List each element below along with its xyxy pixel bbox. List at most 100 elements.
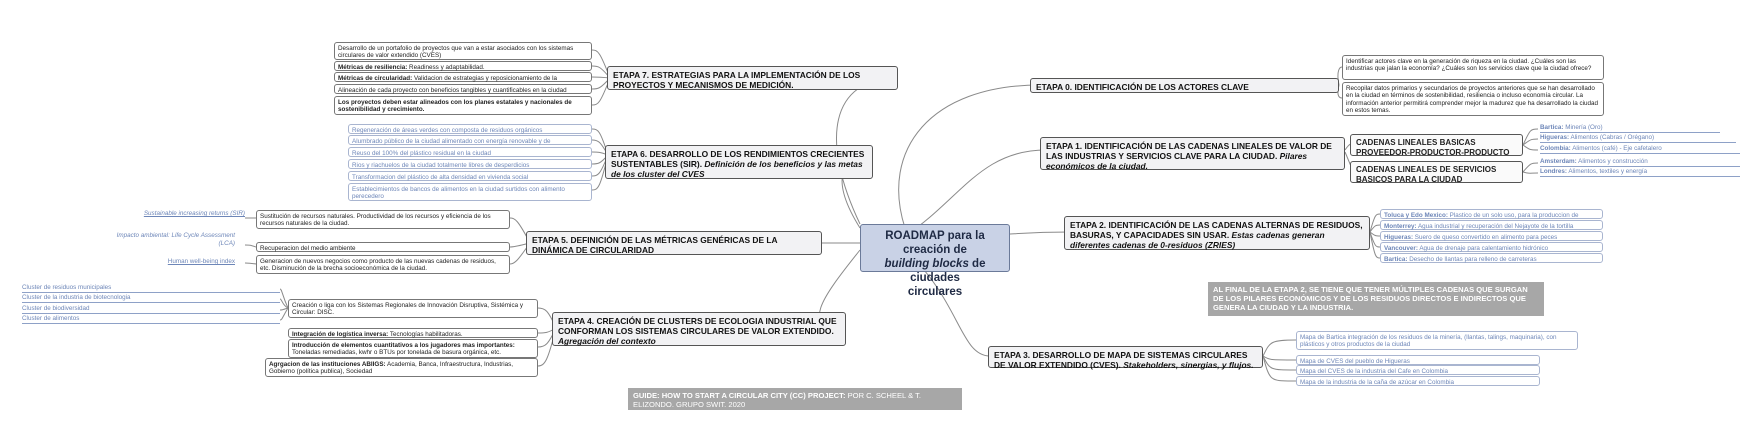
etapa-0-leaf-2-text: Recopilar datos primarios y secundarios … xyxy=(1346,84,1599,115)
tag-text: Cluster de biodiversidad xyxy=(22,305,90,312)
tag-bold: Higueras: xyxy=(1540,134,1570,141)
etapa-0-leaf-1[interactable]: Identificar actores clave en la generaci… xyxy=(1342,55,1604,80)
etapa-2-title: ETAPA 2. IDENTIFICACIÓN DE LAS CADENAS A… xyxy=(1070,220,1363,240)
etapa-3-leaf-bartica[interactable]: Mapa de Bartica integración de los resid… xyxy=(1296,331,1578,350)
leaf-text: Agua de drenaje para calentamiento hidró… xyxy=(1417,244,1549,252)
etapa-3-leaf-higueras[interactable]: Mapa de CVES del pueblo de Higueras xyxy=(1296,355,1540,365)
etapa-1-sub-servicios[interactable]: CADENAS LINEALES DE SERVICIOS BASICOS PA… xyxy=(1350,161,1523,184)
leaf-text: Recuperacion del medio ambiente xyxy=(260,244,356,252)
etapa-4-tag-biodiversidad[interactable]: Cluster de biodiversidad xyxy=(22,305,280,314)
guide-credit-text: POR C. SCHEEL & T. ELIZONDO. GRUPO SWIT.… xyxy=(633,391,922,409)
etapa-0-topic[interactable]: ETAPA 0. IDENTIFICACIÓN DE LOS ACTORES C… xyxy=(1030,78,1339,93)
etapa-6-leaf-4[interactable]: Rios y riachuelos de la ciudad totalment… xyxy=(348,159,592,169)
etapa-1-tag-amsterdam[interactable]: Amsterdam: Alimentos y construcción xyxy=(1540,158,1740,167)
leaf-text: Toneladas remediadas, kwhr o BTUs por to… xyxy=(292,349,501,357)
leaf-text: Creación o liga con los Sistemas Regiona… xyxy=(292,301,523,317)
etapa-5-leaf-sustitucion[interactable]: Sustitución de recursos naturales. Produ… xyxy=(256,210,510,229)
etapa-4-tag-biotecnologia[interactable]: Cluster de la industria de biotecnologia xyxy=(22,294,280,303)
etapa-5-leaf-recuperacion[interactable]: Recuperacion del medio ambiente xyxy=(256,242,510,252)
leaf-text: Desecho de llantas para relleno de carre… xyxy=(1407,255,1537,263)
etapa-5-leaf-negocios[interactable]: Generacion de nuevos negocios como produ… xyxy=(256,255,510,274)
etapa-6-leaf-1[interactable]: Regeneración de áreas verdes con compost… xyxy=(348,124,592,134)
leaf-bold: Introducción de elementos cuantitativos … xyxy=(292,341,515,349)
leaf-text: Tecnologías habilitadoras. xyxy=(388,330,463,338)
etapa-5-topic[interactable]: ETAPA 5. DEFINICIÓN DE LAS MÉTRICAS GENÉ… xyxy=(526,231,822,255)
tag-text: Alimentos (Cabras / Orégano) xyxy=(1569,134,1655,141)
leaf-text: Generacion de nuevos negocios como produ… xyxy=(260,257,496,273)
leaf-text: Transformacion del plástico de alta dens… xyxy=(352,173,529,181)
etapa-4-leaf-abiigs[interactable]: Agrgacion de las instituciones ABIIGS: A… xyxy=(265,358,538,377)
tag-text: Alimentos, textiles y energía xyxy=(1566,168,1648,175)
central-topic[interactable]: ROADMAP para la creación de building blo… xyxy=(860,224,1010,298)
etapa-7-leaf-circularidad[interactable]: Métricas de circularidad: Validacion de … xyxy=(334,72,592,82)
leaf-text: Sustitución de recursos naturales. Produ… xyxy=(260,212,491,228)
etapa-1-tag-higueras[interactable]: Higueras: Alimentos (Cabras / Orégano) xyxy=(1540,134,1736,143)
tag-text: Cluster de residuos municipales xyxy=(22,284,112,291)
etapa-7-leaf-resiliencia[interactable]: Métricas de resiliencia: Readiness y ada… xyxy=(334,61,592,71)
etapa-3-leaf-cafe[interactable]: Mapa del CVES de la industria del Cafe e… xyxy=(1296,365,1540,375)
etapa-4-leaf-logistica[interactable]: Integración de logística inversa: Tecnol… xyxy=(288,328,538,338)
etapa-4-title: ETAPA 4. CREACIÓN DE CLUSTERS DE ECOLOGI… xyxy=(558,316,837,336)
etapa-4-leaf-disc[interactable]: Creación o liga con los Sistemas Regiona… xyxy=(288,299,538,318)
etapa-3-leaf-cana[interactable]: Mapa de la industria de la caña de azúca… xyxy=(1296,376,1540,386)
etapa-1-sub-servicios-text: CADENAS LINEALES DE SERVICIOS BASICOS PA… xyxy=(1356,165,1497,184)
etapa-6-topic[interactable]: ETAPA 6. DESARROLLO DE LOS RENDIMIENTOS … xyxy=(605,145,873,179)
tag-text: Cluster de alimentos xyxy=(22,315,80,322)
etapa-7-leaf-planes[interactable]: Los proyectos deben estar alineados con … xyxy=(334,96,592,115)
etapa-0-leaf-2[interactable]: Recopilar datos primarios y secundarios … xyxy=(1342,82,1604,116)
etapa-4-topic[interactable]: ETAPA 4. CREACIÓN DE CLUSTERS DE ECOLOGI… xyxy=(552,312,846,346)
etapa-5-tag-sir[interactable]: Sustainable increasing returns (SIR) xyxy=(110,210,245,218)
tag-text: Alimentos (café) - Eje cafetalero xyxy=(1570,145,1662,152)
leaf-text: Reuso del 100% del plástico residual en … xyxy=(352,149,491,157)
tag-text: Sustainable increasing returns (SIR) xyxy=(143,210,245,217)
etapa-7-leaf-portafolio[interactable]: Desarrollo de un portafolio de proyectos… xyxy=(334,42,592,60)
etapa-2-leaf-bartica[interactable]: Bartica: Desecho de llantas para relleno… xyxy=(1380,253,1603,263)
etapa-2-topic[interactable]: ETAPA 2. IDENTIFICACIÓN DE LAS CADENAS A… xyxy=(1064,216,1370,250)
leaf-bold: Métricas de circularidad: xyxy=(338,74,413,82)
etapa-1-sub-basicas-text: CADENAS LINEALES BASICAS PROVEEDOR-PRODU… xyxy=(1356,138,1510,157)
etapa-5-tag-lca[interactable]: Impacto ambiental: Life Cycle Assessment… xyxy=(110,232,235,247)
etapa-7-topic[interactable]: ETAPA 7. ESTRATEGIAS PARA LA IMPLEMENTAC… xyxy=(607,66,898,90)
etapa-3-topic[interactable]: ETAPA 3. DESARROLLO DE MAPA DE SISTEMAS … xyxy=(988,346,1263,370)
etapa-2-leaf-higueras[interactable]: Higueras: Suero de queso convertido en a… xyxy=(1380,231,1603,241)
guide-credit-bold: GUIDE: HOW TO START A CIRCULAR CITY (CC)… xyxy=(633,391,846,400)
etapa-6-leaf-2[interactable]: Alumbrado público de la ciudad alimentad… xyxy=(348,135,592,145)
leaf-bold: Toluca y Edo Mexico: xyxy=(1384,211,1448,219)
leaf-bold: Bartica: xyxy=(1384,255,1408,263)
etapa-2-leaf-toluca[interactable]: Toluca y Edo Mexico: Plastico de un solo… xyxy=(1380,209,1603,219)
etapa-0-title: ETAPA 0. IDENTIFICACIÓN DE LOS ACTORES C… xyxy=(1036,82,1249,92)
etapa-1-topic[interactable]: ETAPA 1. IDENTIFICACIÓN DE LAS CADENAS L… xyxy=(1040,137,1345,171)
etapa-1-tag-londres[interactable]: Londres: Alimentos, textiles y energía xyxy=(1540,168,1740,177)
etapa-5-title: ETAPA 5. DEFINICIÓN DE LAS MÉTRICAS GENÉ… xyxy=(532,235,778,255)
etapa-6-leaf-3[interactable]: Reuso del 100% del plástico residual en … xyxy=(348,147,592,157)
etapa-1-tag-colombia[interactable]: Colombia: Alimentos (café) - Eje cafetal… xyxy=(1540,145,1740,154)
etapa-2-leaf-monterrey[interactable]: Monterrey: Agua industrial y recuperació… xyxy=(1380,220,1603,230)
leaf-text: Mapa de CVES del pueblo de Higueras xyxy=(1300,357,1410,365)
central-title-line3: circulares xyxy=(907,286,963,298)
tag-bold: Colombia: xyxy=(1540,145,1571,152)
etapa-4-tag-residuos[interactable]: Cluster de residuos municipales xyxy=(22,284,280,293)
etapa-1-tag-bartica[interactable]: Bartica: Minería (Oro) xyxy=(1540,124,1720,133)
etapa-1-title: ETAPA 1. IDENTIFICACIÓN DE LAS CADENAS L… xyxy=(1046,141,1332,161)
etapa-7-leaf-alineacion[interactable]: Alineación de cada proyecto con benefici… xyxy=(334,84,592,94)
etapa-6-leaf-6[interactable]: Establecimientos de bancos de alimentos … xyxy=(348,183,592,201)
leaf-text: Validacion de estrategias y reposicionam… xyxy=(412,74,558,82)
etapa-1-sub-basicas[interactable]: CADENAS LINEALES BASICAS PROVEEDOR-PRODU… xyxy=(1350,134,1523,157)
leaf-text: Plastico de un solo uso, para la producc… xyxy=(1447,211,1579,219)
etapa-0-leaf-1-text: Identificar actores clave en la generaci… xyxy=(1346,57,1592,73)
tag-text: Minería (Oro) xyxy=(1563,124,1603,131)
etapa-6-title: ETAPA 6. DESARROLLO DE LOS RENDIMIENTOS … xyxy=(611,149,865,169)
etapa-6-leaf-5[interactable]: Transformacion del plástico de alta dens… xyxy=(348,171,592,181)
leaf-text: Mapa del CVES de la industria del Cafe e… xyxy=(1300,367,1449,375)
leaf-text: Alumbrado público de la ciudad alimentad… xyxy=(352,137,551,145)
etapa-2-leaf-vancouver[interactable]: Vancouver: Agua de drenaje para calentam… xyxy=(1380,242,1603,252)
etapa-5-tag-hwi[interactable]: Human well-being index xyxy=(110,258,235,266)
etapa-4-tag-alimentos[interactable]: Cluster de alimentos xyxy=(22,315,280,324)
leaf-text: Regeneración de áreas verdes con compost… xyxy=(352,126,543,134)
etapa-4-leaf-cuantitativos[interactable]: Introducción de elementos cuantitativos … xyxy=(288,339,538,358)
etapa-1-title-italic: Pilares económicos de la ciudad. xyxy=(1046,151,1308,171)
tag-text: Cluster de la industria de biotecnologia xyxy=(22,294,131,301)
central-title-line2-rest: de ciudades xyxy=(910,258,986,284)
